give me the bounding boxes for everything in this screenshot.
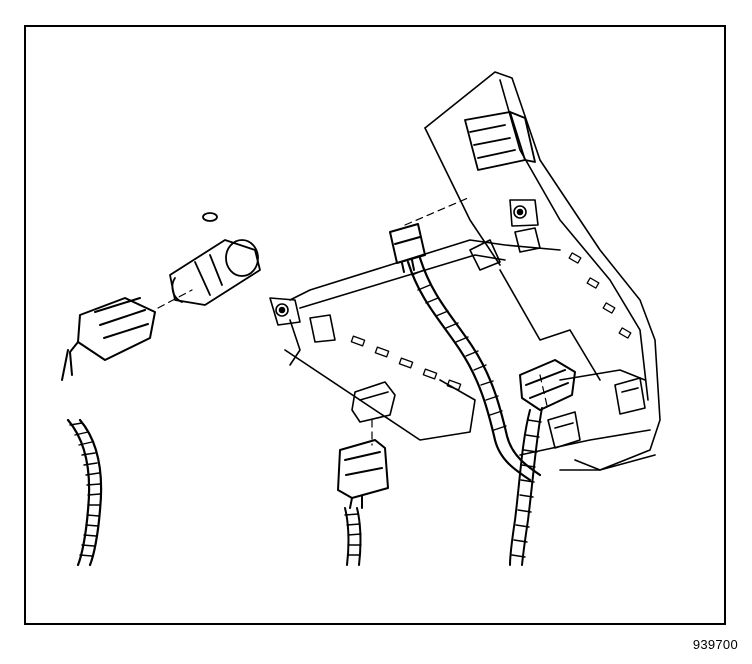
- console-panel: [284, 71, 661, 471]
- center-upper-connector: [389, 223, 426, 273]
- mounting-tabs: [269, 199, 541, 343]
- figure-number: 939700: [692, 637, 738, 652]
- left-harness: [66, 418, 103, 567]
- upper-right-connector: [464, 111, 536, 171]
- illustration-frame: [24, 25, 726, 625]
- right-connector: [509, 359, 576, 566]
- center-harness: [406, 256, 542, 482]
- bulb-socket: [169, 212, 261, 306]
- pigtail-connector: [61, 297, 156, 381]
- panel-slots: [350, 252, 632, 391]
- panel-receptacle: [351, 381, 396, 423]
- middle-connector: [337, 439, 389, 566]
- lower-right-fixtures: [547, 377, 646, 449]
